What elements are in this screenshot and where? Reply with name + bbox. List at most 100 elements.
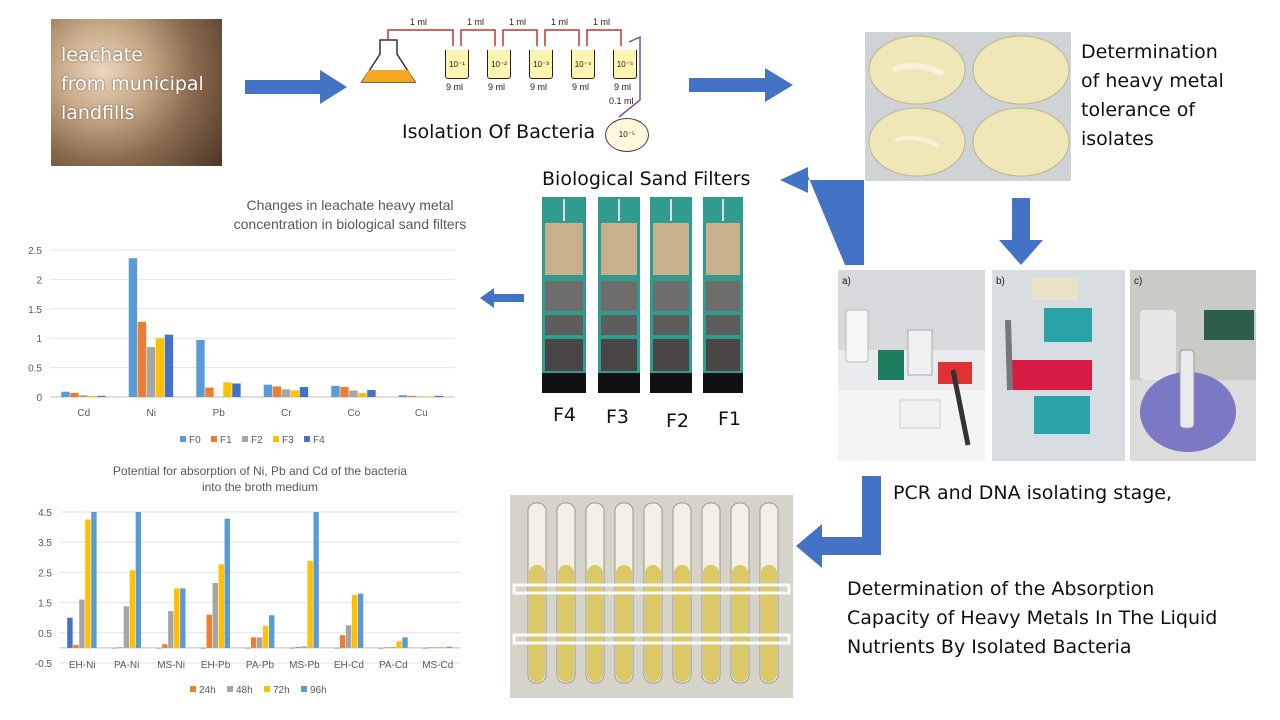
petri-plate: 10⁻⁵ — [605, 118, 649, 152]
x-tick-label: MS-Pb — [289, 660, 320, 671]
bar — [232, 383, 241, 397]
legend-label: 24h — [199, 685, 216, 696]
y-tick-label: 0.5 — [28, 364, 42, 375]
dilution-tube-4: 10⁻⁴ — [571, 50, 595, 79]
x-tick-label: Cu — [415, 408, 428, 419]
rack-bar — [512, 633, 791, 645]
filter-column — [703, 197, 743, 393]
filter-label-f2: F2 — [666, 410, 690, 432]
bar — [281, 389, 291, 397]
filter-label-f3: F3 — [606, 406, 630, 428]
bar — [223, 382, 232, 397]
bar — [218, 564, 224, 648]
bar — [205, 387, 214, 397]
pcr-panel-label-c: c) — [1134, 276, 1143, 287]
chart1-title: Changes in leachate heavy metal concentr… — [200, 196, 500, 234]
legend-label: 48h — [236, 685, 253, 696]
y-tick-label: 1 — [36, 334, 42, 345]
bar — [129, 570, 136, 648]
bar — [340, 387, 349, 397]
bar — [257, 637, 263, 648]
legend-label: F3 — [282, 435, 294, 446]
arrow-pcr-to-broth — [796, 476, 881, 568]
filters-drawing — [542, 197, 743, 393]
arrow-isolation-to-tolerance — [689, 68, 793, 102]
bar — [263, 384, 273, 397]
bar — [425, 396, 435, 397]
x-tick-label: Cd — [77, 408, 90, 419]
bar — [345, 625, 352, 648]
bar — [245, 647, 251, 649]
arrow-filters-to-chart — [480, 288, 524, 308]
dilution-series-drawing — [360, 29, 641, 118]
bar — [128, 258, 138, 397]
x-tick-label: MS-Cd — [422, 660, 453, 671]
dilution-tube-1: 10⁻¹ — [445, 50, 469, 79]
leachate-label-line1: leachate — [61, 44, 143, 66]
bar — [73, 644, 79, 648]
legend-swatch — [190, 686, 196, 692]
filter-column — [598, 197, 640, 393]
bar — [339, 635, 346, 648]
sand-filters-title: Biological Sand Filters — [542, 168, 751, 190]
x-tick-label: Ni — [147, 408, 156, 419]
x-tick-label: EH-Pb — [201, 660, 231, 671]
bar — [428, 647, 435, 648]
x-tick-label: PA-Pb — [246, 660, 275, 671]
y-tick-label: 1.5 — [38, 599, 52, 610]
leachate-label-line3: landfills — [61, 102, 135, 124]
absorption-text: Determination of the Absorption Capacity… — [847, 575, 1217, 662]
bar — [97, 395, 106, 397]
bar — [299, 387, 309, 397]
bar — [67, 617, 73, 648]
legend-label: F1 — [220, 435, 232, 446]
y-tick-label: 1.5 — [28, 305, 42, 316]
bar — [440, 646, 447, 648]
tube-volume-3: 9 ml — [530, 82, 548, 92]
bar — [135, 512, 142, 648]
legend-swatch — [227, 686, 233, 692]
leachate-label-line2: from municipal — [61, 73, 204, 95]
bar — [289, 647, 295, 649]
bar — [358, 392, 367, 397]
bar — [224, 518, 230, 648]
y-tick-label: 2.5 — [28, 246, 42, 257]
tube-volume-2: 9 ml — [488, 82, 506, 92]
bar — [206, 614, 212, 648]
bar — [416, 396, 426, 397]
bar — [331, 385, 340, 397]
isolation-diagram: 1 ml 1 ml 1 ml 1 ml 1 ml 10⁻¹ 10⁻² 10⁻³ … — [355, 12, 655, 152]
bar — [85, 519, 91, 648]
chart2-title-line1: Potential for absorption of Ni, Pb and C… — [112, 464, 408, 478]
bar — [272, 386, 282, 397]
sand-filter-columns — [540, 197, 750, 397]
y-tick-label: 2.5 — [38, 568, 52, 579]
bar — [367, 389, 376, 397]
x-tick-label: PA-Cd — [379, 660, 408, 671]
bar — [269, 615, 275, 648]
bar — [79, 599, 85, 648]
transfer-label-1: 1 ml — [410, 17, 428, 27]
filter-label-f4: F4 — [553, 404, 577, 426]
bar — [200, 647, 206, 649]
x-tick-label: EH-Cd — [334, 660, 364, 671]
leachate-photo: leachate from municipal landfills — [51, 19, 222, 166]
x-tick-label: EH-Ni — [69, 660, 96, 671]
pcr-caption: PCR and DNA isolating stage, — [893, 482, 1173, 504]
bar — [70, 392, 79, 397]
arrow-tolerance-to-pcr — [999, 198, 1043, 265]
arrow-pcr-to-filters — [780, 167, 864, 265]
pcr-panel-label-a: a) — [842, 276, 851, 287]
x-tick-label: PA-Ni — [114, 660, 139, 671]
bar — [162, 644, 168, 648]
y-tick-label: 4.5 — [38, 508, 52, 519]
isolation-title: Isolation Of Bacteria — [402, 121, 596, 143]
bar — [295, 646, 301, 648]
dilution-tube-3: 10⁻³ — [529, 50, 553, 79]
y-tick-label: 0.5 — [38, 629, 52, 640]
pcr-panel-label-b: b) — [996, 276, 1005, 287]
bar — [180, 588, 186, 648]
pcr-photo-c: c) — [1130, 270, 1256, 461]
y-tick-label: 3.5 — [38, 538, 52, 549]
